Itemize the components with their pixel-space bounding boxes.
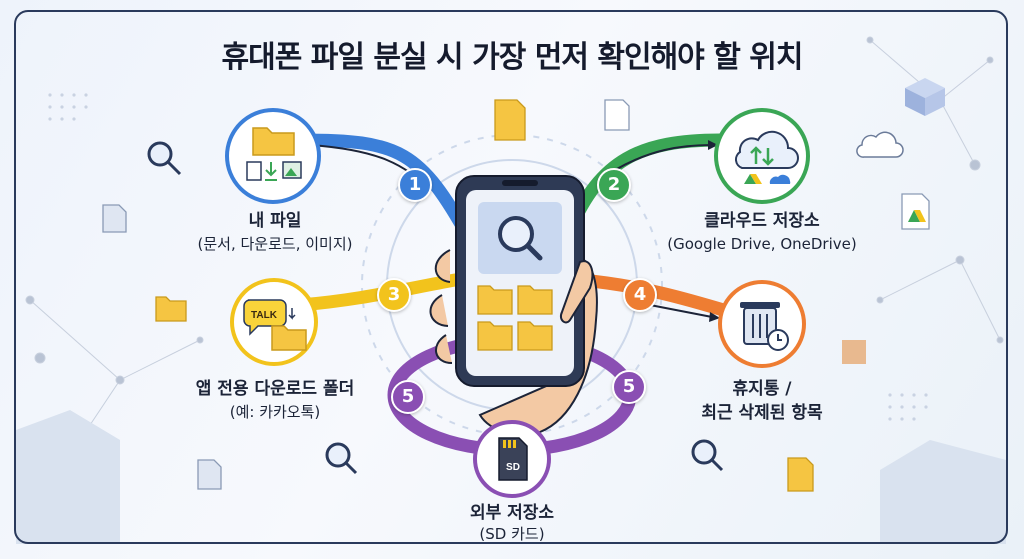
step-badge-2: 2	[597, 168, 631, 202]
label-cloud-storage: 클라우드 저장소	[704, 211, 820, 231]
network-decoration	[25, 36, 1004, 474]
detail-my-files: (문서, 다운로드, 이미지)	[197, 235, 353, 253]
connector-4	[573, 273, 737, 319]
detail-trash: 최근 삭제된 항목	[701, 403, 823, 423]
kakaotalk-folder-icon: TALK	[243, 299, 307, 351]
node-cloud-storage[interactable]	[714, 108, 810, 204]
node-trash[interactable]	[718, 280, 806, 368]
doc-icon	[102, 99, 930, 492]
label-trash: 휴지통 /	[732, 379, 792, 399]
label-my-files: 내 파일	[248, 211, 302, 231]
detail-cloud-storage: (Google Drive, OneDrive)	[667, 235, 857, 253]
folder-grid	[477, 285, 553, 351]
cube-icon	[905, 78, 945, 116]
cloud-icon	[856, 131, 904, 158]
folder-icon	[155, 296, 187, 322]
connector-1	[293, 133, 477, 247]
step-badge-1: 1	[398, 168, 432, 202]
trash-icon	[740, 302, 789, 351]
page-title: 휴대폰 파일 분실 시 가장 먼저 확인해야 할 위치	[221, 40, 804, 75]
diagram-frame	[14, 10, 1008, 544]
talk-label: TALK	[251, 310, 278, 321]
phone-illustration	[429, 175, 598, 437]
detail-app-download-folder: (예: 카카오톡)	[229, 403, 321, 421]
sd-label: SD	[506, 462, 520, 473]
label-external-storage: 외부 저장소	[469, 503, 555, 523]
node-app-download-folder[interactable]: TALK	[230, 278, 318, 366]
arrowheads	[708, 140, 720, 322]
label-app-download-folder: 앱 전용 다운로드 폴더	[195, 379, 355, 399]
step-badge-5-left: 5	[391, 380, 425, 414]
search-icon	[498, 216, 534, 252]
sd-card-icon: SD	[498, 437, 528, 481]
building-decoration	[16, 340, 1006, 544]
my-files-icon	[246, 127, 302, 181]
step-badge-5-right: 5	[612, 370, 646, 404]
node-external-storage[interactable]: SD	[473, 420, 551, 498]
step-badge-4: 4	[623, 278, 657, 312]
magnifier-icon	[147, 141, 724, 475]
detail-external-storage: (SD 카드)	[479, 525, 545, 543]
dot-pattern	[48, 93, 928, 421]
node-my-files[interactable]	[225, 108, 321, 204]
cloud-upload-icon	[735, 130, 799, 184]
step-badge-3: 3	[377, 278, 411, 312]
